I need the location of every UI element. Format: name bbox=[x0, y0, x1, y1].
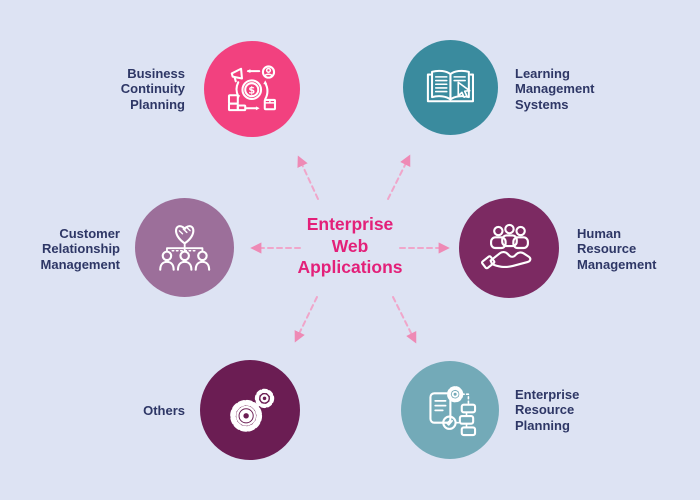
label-line: Management bbox=[40, 256, 120, 272]
gears-icon bbox=[230, 388, 275, 432]
node-circle bbox=[135, 198, 234, 297]
arrow-to-learning-management bbox=[387, 154, 411, 200]
node-label: Business Continuity Planning bbox=[55, 66, 185, 112]
label-line: Relationship bbox=[41, 241, 120, 257]
arrow-to-others bbox=[294, 296, 318, 343]
node-circle bbox=[403, 40, 498, 135]
center-title-line: Applications bbox=[297, 257, 403, 277]
label-line: Resource bbox=[515, 402, 575, 418]
label-line: Planning bbox=[130, 96, 185, 112]
node-label: Learning Management Systems bbox=[515, 66, 645, 112]
label-line: Others bbox=[143, 403, 185, 418]
label-line: Customer bbox=[59, 226, 120, 241]
node-label: Others bbox=[65, 403, 185, 418]
label-line: Management bbox=[577, 256, 657, 272]
node-circle bbox=[200, 360, 300, 460]
label-line: Business bbox=[127, 66, 185, 81]
label-line: Planning bbox=[515, 417, 570, 433]
node-label: Human Resource Management bbox=[577, 226, 700, 272]
node-circle bbox=[401, 361, 499, 459]
center-title-line: Enterprise bbox=[306, 214, 394, 234]
svg-text:$: $ bbox=[249, 86, 256, 97]
label-line: Resource bbox=[577, 241, 637, 257]
document-gear-icon bbox=[429, 385, 476, 436]
label-line: Enterprise bbox=[515, 387, 580, 402]
arrow-to-business-continuity bbox=[297, 155, 319, 200]
label-line: Systems bbox=[515, 96, 569, 112]
center-title-line: Web bbox=[331, 235, 369, 256]
dollar-cycle-icon: $ bbox=[228, 65, 277, 112]
node-circle: $ bbox=[204, 41, 300, 137]
node-circle bbox=[459, 198, 559, 298]
open-book-cursor-icon bbox=[426, 69, 475, 103]
center-title: Enterprise Web Applications bbox=[270, 214, 430, 279]
label-line: Learning bbox=[515, 66, 570, 81]
label-line: Management bbox=[515, 81, 595, 97]
arrow-to-enterprise-resource bbox=[392, 296, 417, 344]
node-label: Enterprise Resource Planning bbox=[515, 387, 645, 433]
label-line: Continuity bbox=[120, 81, 185, 97]
node-label: Customer Relationship Management bbox=[0, 226, 120, 272]
handshake-team-icon bbox=[158, 224, 211, 271]
people-in-hand-icon bbox=[480, 223, 532, 270]
label-line: Human bbox=[577, 226, 622, 241]
